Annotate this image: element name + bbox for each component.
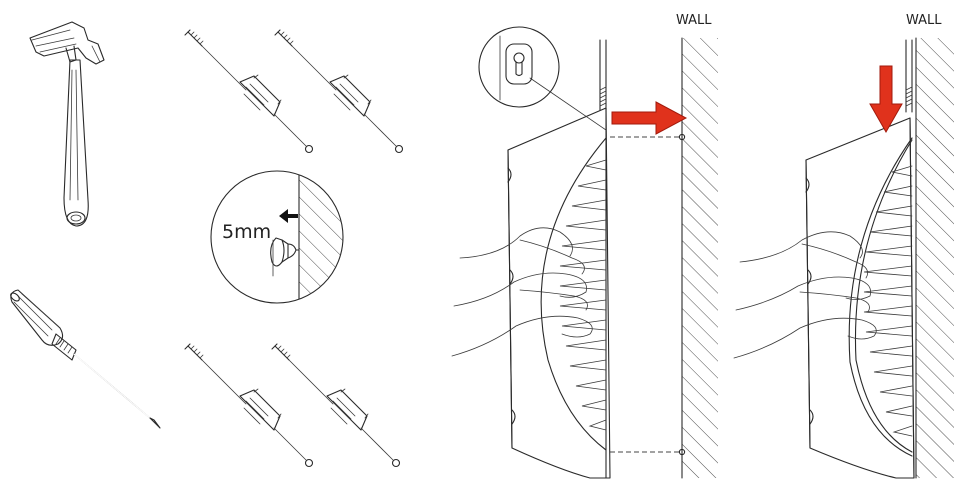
screw-anchor-top-left	[184, 29, 314, 154]
hands-step1	[451, 227, 593, 357]
heater-panel-step2	[805, 39, 915, 479]
keyhole-detail-circle	[478, 26, 607, 131]
wall-label-right: WALL	[906, 13, 942, 28]
arrow-icon-push	[611, 101, 688, 135]
wall-label-left: WALL	[676, 13, 712, 28]
arrow-icon-down	[869, 65, 903, 134]
screw-anchor-bottom-left	[184, 343, 314, 468]
wall-left: WALL	[676, 13, 718, 479]
hands-step2	[733, 231, 877, 359]
heater-panel-step1	[507, 39, 686, 479]
gap-label: 5mm	[222, 221, 271, 243]
wall-right: WALL	[906, 13, 954, 479]
screwdriver-icon	[10, 289, 161, 429]
screw-anchor-bottom-right	[271, 343, 401, 468]
hammer-icon	[29, 21, 105, 227]
gap-detail-circle: 5mm	[210, 170, 344, 304]
